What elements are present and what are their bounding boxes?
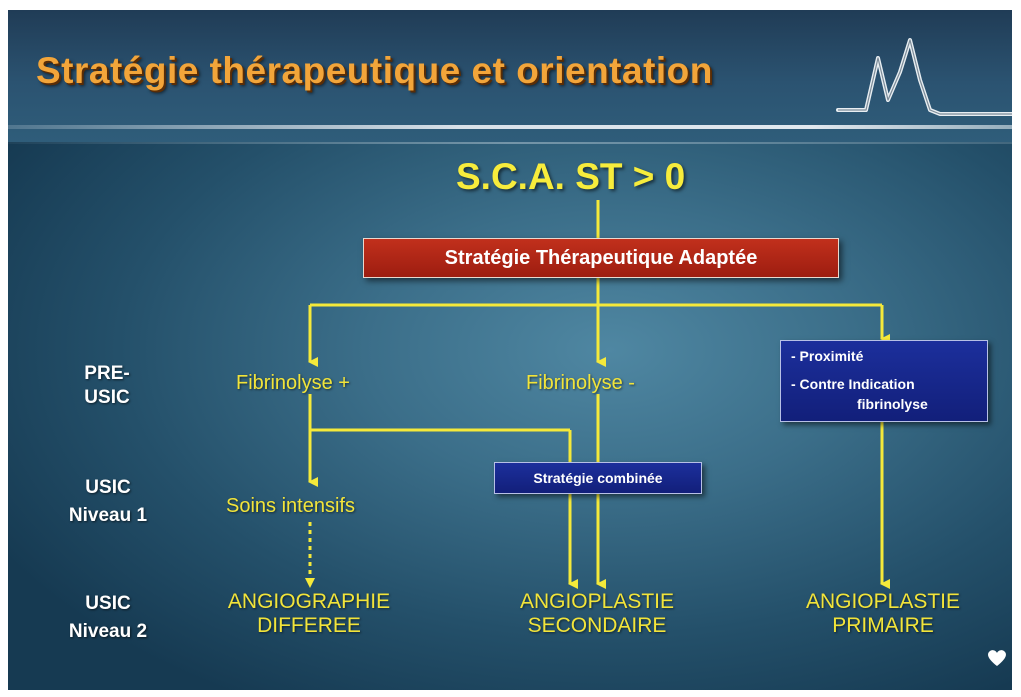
proximite-line: - Proximité	[791, 348, 864, 364]
outcome-angiographie-differee: ANGIOGRAPHIE DIFFEREE	[204, 590, 414, 638]
strategy-box: Stratégie Thérapeutique Adaptée	[363, 238, 839, 278]
node-soins-intensifs: Soins intensifs	[226, 495, 355, 517]
main-title: S.C.A. ST > 0	[456, 156, 686, 197]
arrow-to-angiographie	[305, 578, 315, 588]
contre-indication-line: - Contre Indication	[791, 376, 915, 392]
slide-title: Stratégie thérapeutique et orientation	[36, 50, 713, 91]
outcome-secondaire-line1: ANGIOPLASTIE	[519, 590, 675, 613]
outcome-angiographie-line1: ANGIOGRAPHIE	[227, 590, 391, 613]
strategie-combinee-label: Stratégie combinée	[533, 470, 663, 486]
slide: Stratégie thérapeutique et orientation	[8, 10, 1012, 690]
level-pre-usic-line2: USIC	[84, 387, 130, 408]
outcome-primaire-line1: ANGIOPLASTIE	[805, 590, 961, 613]
outcome-primaire-line2: PRIMAIRE	[832, 614, 934, 637]
outcome-angioplastie-secondaire: ANGIOPLASTIE SECONDAIRE	[492, 590, 702, 638]
strategie-combinee-box: Stratégie combinée	[494, 462, 702, 494]
proximite-box: - Proximité - Contre Indication fibrinol…	[780, 340, 988, 422]
level-usic-1-line1: USIC	[85, 477, 131, 498]
level-usic-niveau-2: USIC Niveau 2	[58, 592, 158, 644]
strategy-box-label: Stratégie Thérapeutique Adaptée	[444, 247, 758, 269]
level-usic-2-line1: USIC	[85, 593, 131, 614]
header-band	[8, 10, 1012, 142]
level-pre-usic: PRE- USIC	[72, 362, 142, 410]
header-divider-secondary	[8, 142, 1012, 144]
level-usic-1-line2: Niveau 1	[68, 505, 148, 526]
node-fibrinolyse-plus: Fibrinolyse +	[236, 372, 350, 394]
ecg-trace-icon	[836, 38, 1012, 116]
level-usic-niveau-1: USIC Niveau 1	[58, 476, 158, 528]
node-fibrinolyse-minus: Fibrinolyse -	[526, 372, 635, 394]
level-usic-2-line2: Niveau 2	[68, 621, 148, 642]
outcome-angiographie-line2: DIFFEREE	[257, 614, 361, 637]
header-divider	[8, 125, 1012, 129]
level-pre-usic-line1: PRE-	[84, 363, 130, 384]
outcome-secondaire-line2: SECONDAIRE	[527, 614, 667, 637]
fibrinolyse-line: fibrinolyse	[857, 396, 928, 412]
outcome-angioplastie-primaire: ANGIOPLASTIE PRIMAIRE	[778, 590, 988, 638]
heart-logo-icon	[988, 650, 1006, 666]
